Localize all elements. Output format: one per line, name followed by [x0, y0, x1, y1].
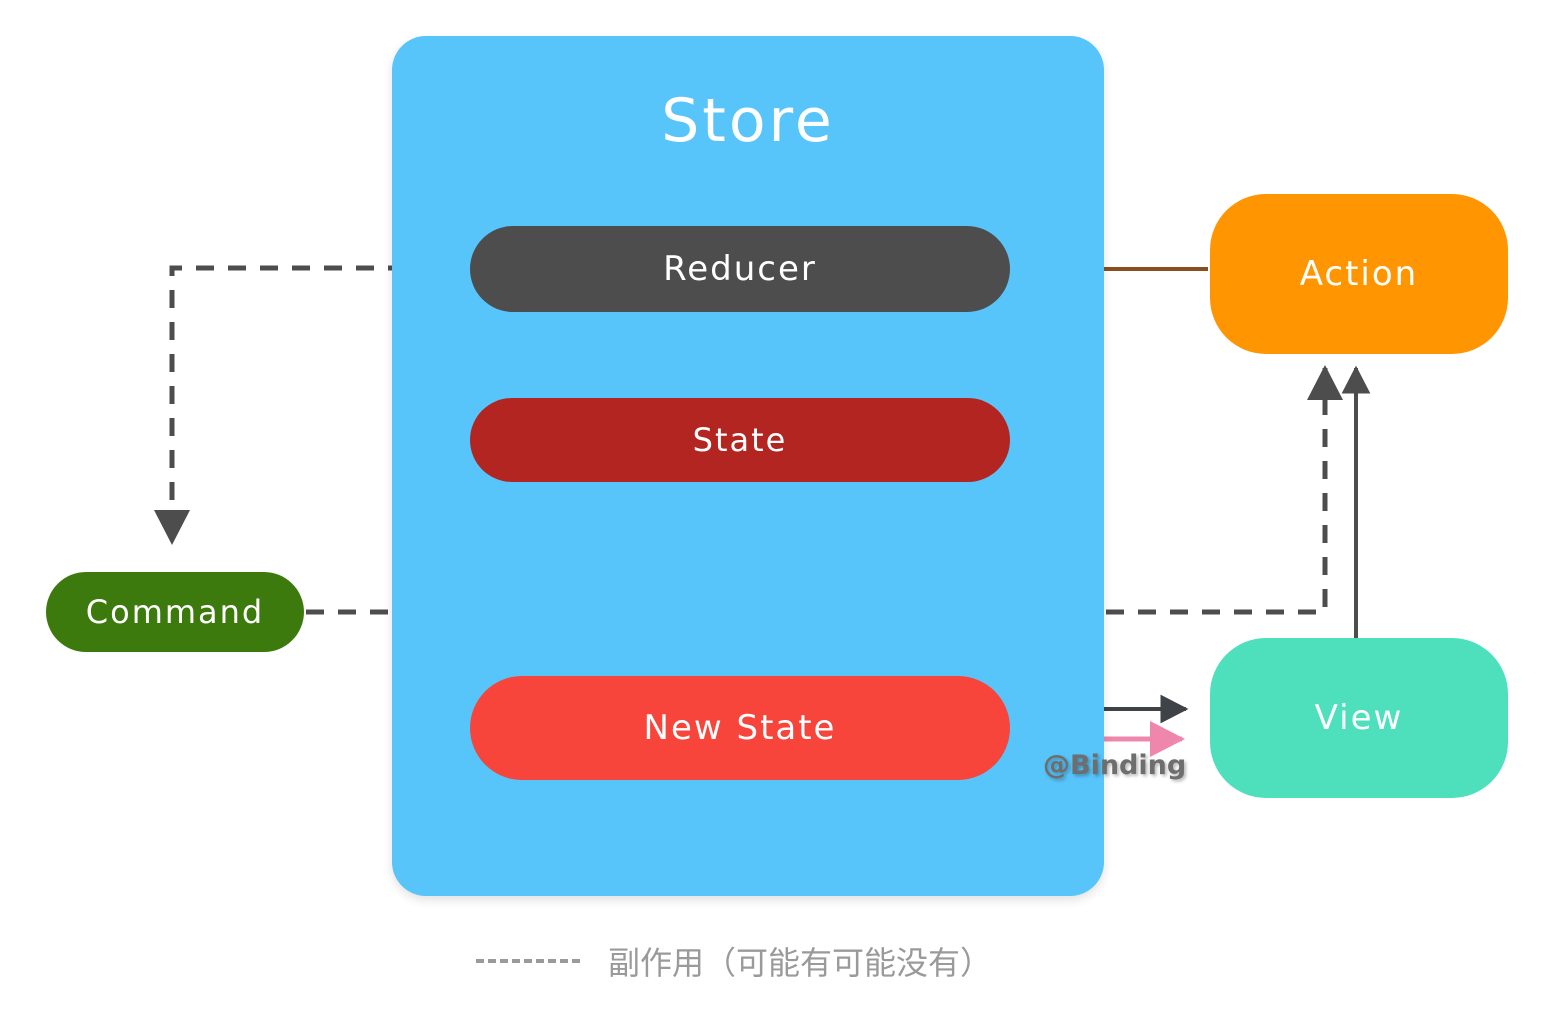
node-command-label: Command — [85, 593, 265, 631]
legend: 副作用（可能有可能没有） — [476, 938, 992, 984]
node-reducer[interactable]: Reducer — [470, 226, 1010, 312]
node-action[interactable]: Action — [1210, 194, 1508, 354]
node-reducer-label: Reducer — [663, 249, 817, 289]
binding-annotation-label: @Binding — [1043, 750, 1187, 781]
legend-label: 副作用（可能有可能没有） — [608, 944, 993, 982]
node-view-label: View — [1314, 698, 1404, 738]
node-new-state-label: New State — [643, 708, 837, 748]
node-view[interactable]: View — [1210, 638, 1508, 798]
node-command[interactable]: Command — [46, 572, 304, 652]
store-title: Store — [661, 86, 835, 156]
node-action-label: Action — [1299, 254, 1419, 294]
node-state-label: State — [692, 421, 788, 459]
node-state[interactable]: State — [470, 398, 1010, 482]
legend-dashed-line-swatch — [476, 959, 580, 963]
node-new-state[interactable]: New State — [470, 676, 1010, 780]
edge-reducer-to-command — [154, 265, 470, 545]
